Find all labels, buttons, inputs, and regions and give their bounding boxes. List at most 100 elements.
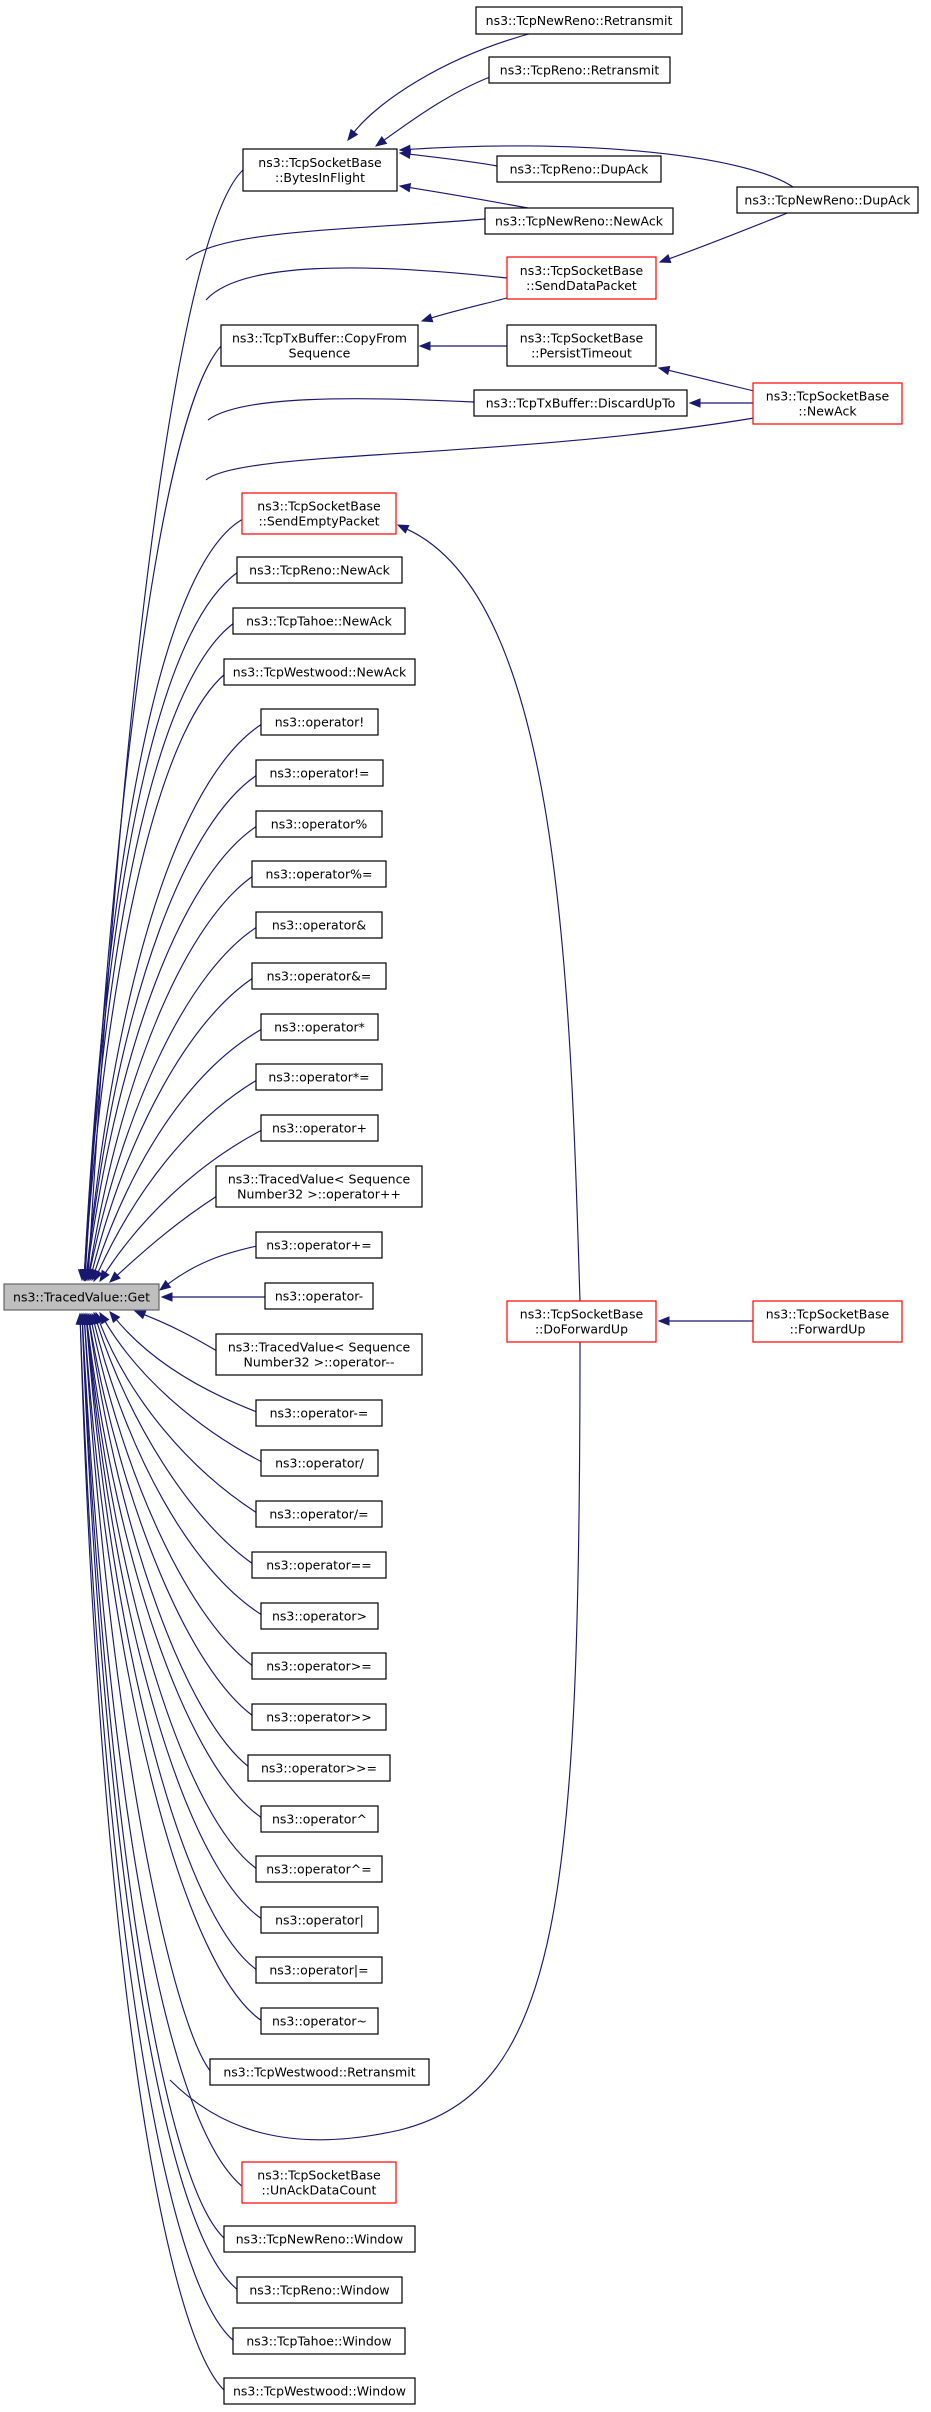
node-op-neq[interactable]: ns3::operator!=: [255, 759, 384, 787]
node-label: Number32 >::operator++: [237, 1187, 401, 1202]
node-box: [241, 2161, 397, 2204]
node-persist-timeout[interactable]: ns3::TcpSocketBase::PersistTimeout: [506, 324, 657, 367]
node-op-gte[interactable]: ns3::operator>=: [251, 1652, 387, 1680]
arrowhead-icon: [396, 524, 410, 534]
node-op-or-eq[interactable]: ns3::operator|=: [255, 1956, 383, 1984]
edge-op_inc-to-get: [109, 1195, 218, 1283]
node-op-xor[interactable]: ns3::operator^: [260, 1805, 379, 1833]
node-westwood-window[interactable]: ns3::TcpWestwood::Window: [223, 2377, 416, 2405]
arrowhead-icon: [109, 1310, 121, 1324]
node-label: ns3::TcpSocketBase: [257, 2168, 381, 2183]
node-tahoe-newack[interactable]: ns3::TcpTahoe::NewAck: [232, 607, 406, 635]
node-op-plus-eq[interactable]: ns3::operator+=: [255, 1231, 383, 1259]
node-westwood-newack[interactable]: ns3::TcpWestwood::NewAck: [223, 658, 416, 686]
node-label: ns3::TcpReno::NewAck: [249, 563, 390, 578]
node-op-mod-eq[interactable]: ns3::operator%=: [251, 860, 387, 888]
node-label: ns3::operator>>=: [261, 1761, 377, 1776]
node-op-mul[interactable]: ns3::operator*: [260, 1013, 379, 1041]
arrowhead-icon: [657, 365, 671, 376]
node-op-not[interactable]: ns3::operator!: [260, 708, 379, 736]
node-label: ns3::operator+: [272, 1121, 367, 1136]
node-box: [220, 324, 419, 367]
node-label: ns3::TcpNewReno::DupAck: [744, 193, 911, 208]
node-reno-retransmit[interactable]: ns3::TcpReno::Retransmit: [488, 56, 671, 84]
node-get[interactable]: ns3::TracedValue::Get: [3, 1283, 160, 1311]
node-nr-window[interactable]: ns3::TcpNewReno::Window: [223, 2225, 416, 2253]
node-op-and[interactable]: ns3::operator&: [255, 911, 383, 939]
node-reno-window[interactable]: ns3::TcpReno::Window: [236, 2276, 403, 2304]
arrowhead-icon: [109, 1271, 121, 1283]
node-box: [251, 1703, 387, 1731]
edge-op_minus_eq-to-get: [109, 1310, 258, 1413]
node-label: ::SendDataPacket: [526, 278, 637, 293]
edge-reno_retransmit-to-bytes_in_flight: [374, 76, 491, 147]
node-box: [255, 759, 384, 787]
node-op-xor-eq[interactable]: ns3::operator^=: [255, 1855, 383, 1883]
edge-do_forward_up-to-send_empty_packet: [396, 524, 581, 1302]
node-unack-data-count[interactable]: ns3::TcpSocketBase::UnAckDataCount: [241, 2161, 397, 2204]
node-label: ns3::TcpSocketBase: [520, 1307, 644, 1322]
node-op-mod[interactable]: ns3::operator%: [255, 810, 383, 838]
node-do-forward-up[interactable]: ns3::TcpSocketBase::DoForwardUp: [506, 1300, 657, 1343]
edge-op_and-to-get: [85, 926, 258, 1282]
node-box: [255, 1855, 383, 1883]
node-box: [255, 1500, 383, 1528]
node-op-minus[interactable]: ns3::operator-: [264, 1282, 374, 1310]
node-label: ns3::TcpTahoe::NewAck: [246, 614, 393, 629]
node-send-data-packet[interactable]: ns3::TcpSocketBase::SendDataPacket: [506, 256, 657, 300]
node-sb-newack[interactable]: ns3::TcpSocketBase::NewAck: [752, 382, 903, 425]
arrowhead-icon: [688, 398, 701, 408]
node-reno-newack[interactable]: ns3::TcpReno::NewAck: [236, 556, 403, 584]
node-op-minus-eq[interactable]: ns3::operator-=: [255, 1399, 383, 1427]
node-label: ns3::TcpNewReno::NewAck: [495, 214, 664, 229]
node-label: ns3::TcpReno::Retransmit: [500, 63, 660, 78]
edge-bytes_in_flight-to-get: [83, 169, 244, 1282]
node-label: ns3::operator/: [275, 1456, 365, 1471]
node-label: ns3::operator+=: [266, 1238, 372, 1253]
node-box: [260, 708, 379, 736]
node-westwood-retransmit[interactable]: ns3::TcpWestwood::Retransmit: [209, 2058, 430, 2086]
node-op-or[interactable]: ns3::operator|: [260, 1906, 379, 1934]
node-op-mul-eq[interactable]: ns3::operator*=: [255, 1063, 383, 1091]
arrowhead-icon: [93, 1269, 103, 1283]
node-box: [475, 6, 683, 35]
node-box: [496, 155, 662, 183]
node-op-eqeq[interactable]: ns3::operator==: [251, 1551, 387, 1579]
edge-sb_newack-to-persist_timeout: [657, 365, 755, 392]
edge-tahoe_window-to-get: [75, 1312, 235, 2342]
node-nr-newack[interactable]: ns3::TcpNewReno::NewAck: [484, 207, 674, 235]
node-box: [223, 2225, 416, 2253]
arrowhead-icon: [418, 341, 431, 351]
node-op-shr[interactable]: ns3::operator>>: [251, 1703, 387, 1731]
node-op-gt[interactable]: ns3::operator>: [260, 1602, 379, 1630]
node-box: [260, 1449, 379, 1477]
node-nr-dupack[interactable]: ns3::TcpNewReno::DupAck: [736, 186, 919, 214]
node-forward-up[interactable]: ns3::TcpSocketBase::ForwardUp: [752, 1300, 903, 1343]
node-discard-up-to[interactable]: ns3::TcpTxBuffer::DiscardUpTo: [473, 389, 688, 417]
node-bytes-in-flight[interactable]: ns3::TcpSocketBase::BytesInFlight: [242, 148, 398, 192]
node-op-shr-eq[interactable]: ns3::operator>>=: [247, 1754, 391, 1782]
node-box: [488, 56, 671, 84]
node-box: [242, 148, 398, 192]
edge-op_minus-to-get: [160, 1292, 266, 1302]
node-op-div-eq[interactable]: ns3::operator/=: [255, 1500, 383, 1528]
node-label: ::BytesInFlight: [275, 170, 365, 185]
arrowhead-icon: [99, 1269, 110, 1283]
node-op-div[interactable]: ns3::operator/: [260, 1449, 379, 1477]
node-reno-dupack[interactable]: ns3::TcpReno::DupAck: [496, 155, 662, 183]
node-send-empty-packet[interactable]: ns3::TcpSocketBase::SendEmptyPacket: [241, 492, 397, 535]
node-nr-retransmit[interactable]: ns3::TcpNewReno::Retransmit: [475, 6, 683, 35]
node-op-tilde[interactable]: ns3::operator~: [260, 2007, 379, 2035]
node-tahoe-window[interactable]: ns3::TcpTahoe::Window: [232, 2327, 406, 2355]
node-label: ::UnAckDataCount: [262, 2183, 377, 2198]
edge-tahoe_newack-to-get: [79, 622, 235, 1282]
edge-op_mul-to-get: [90, 1028, 263, 1282]
node-label: ::PersistTimeout: [531, 346, 632, 361]
node-op-plus[interactable]: ns3::operator+: [260, 1114, 379, 1142]
node-op-and-eq[interactable]: ns3::operator&=: [251, 962, 387, 990]
edge-send_data_packet-to-copy_from_seq: [420, 297, 508, 323]
node-box: [506, 1300, 657, 1343]
